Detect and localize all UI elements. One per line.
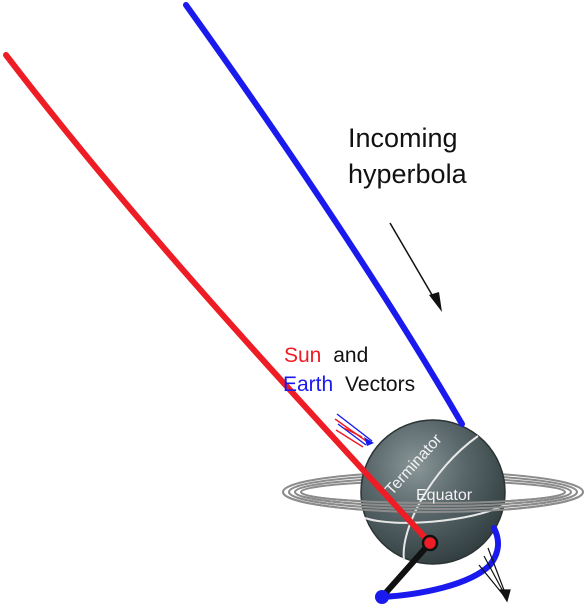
vectors-label-line2: Earth Vectors <box>283 373 415 396</box>
and-word: and <box>333 344 368 367</box>
incoming-hyperbola <box>183 2 465 427</box>
vectors-label-line1: Sun and <box>284 344 368 367</box>
equator-label: Equator <box>416 487 473 504</box>
outgoing-hyperbola <box>378 525 502 600</box>
incoming-label-line2: hyperbola <box>348 159 468 189</box>
terminator-line <box>402 435 479 561</box>
earth-word: Earth <box>283 373 333 396</box>
planet-sphere <box>360 419 506 565</box>
black-vectors-icon <box>478 547 511 603</box>
spacecraft-dot <box>375 590 389 604</box>
vectors-word: Vectors <box>345 373 415 396</box>
sun-vector-track <box>3 52 433 546</box>
incoming-label-line1: Incoming <box>348 123 458 153</box>
direction-arrow <box>389 222 442 312</box>
sun-vector-origin-dot <box>421 534 439 552</box>
spacecraft-arm <box>379 540 433 600</box>
ring-system-front <box>282 492 584 513</box>
sun-earth-vectors-icon <box>334 413 374 448</box>
sun-word: Sun <box>284 344 321 367</box>
